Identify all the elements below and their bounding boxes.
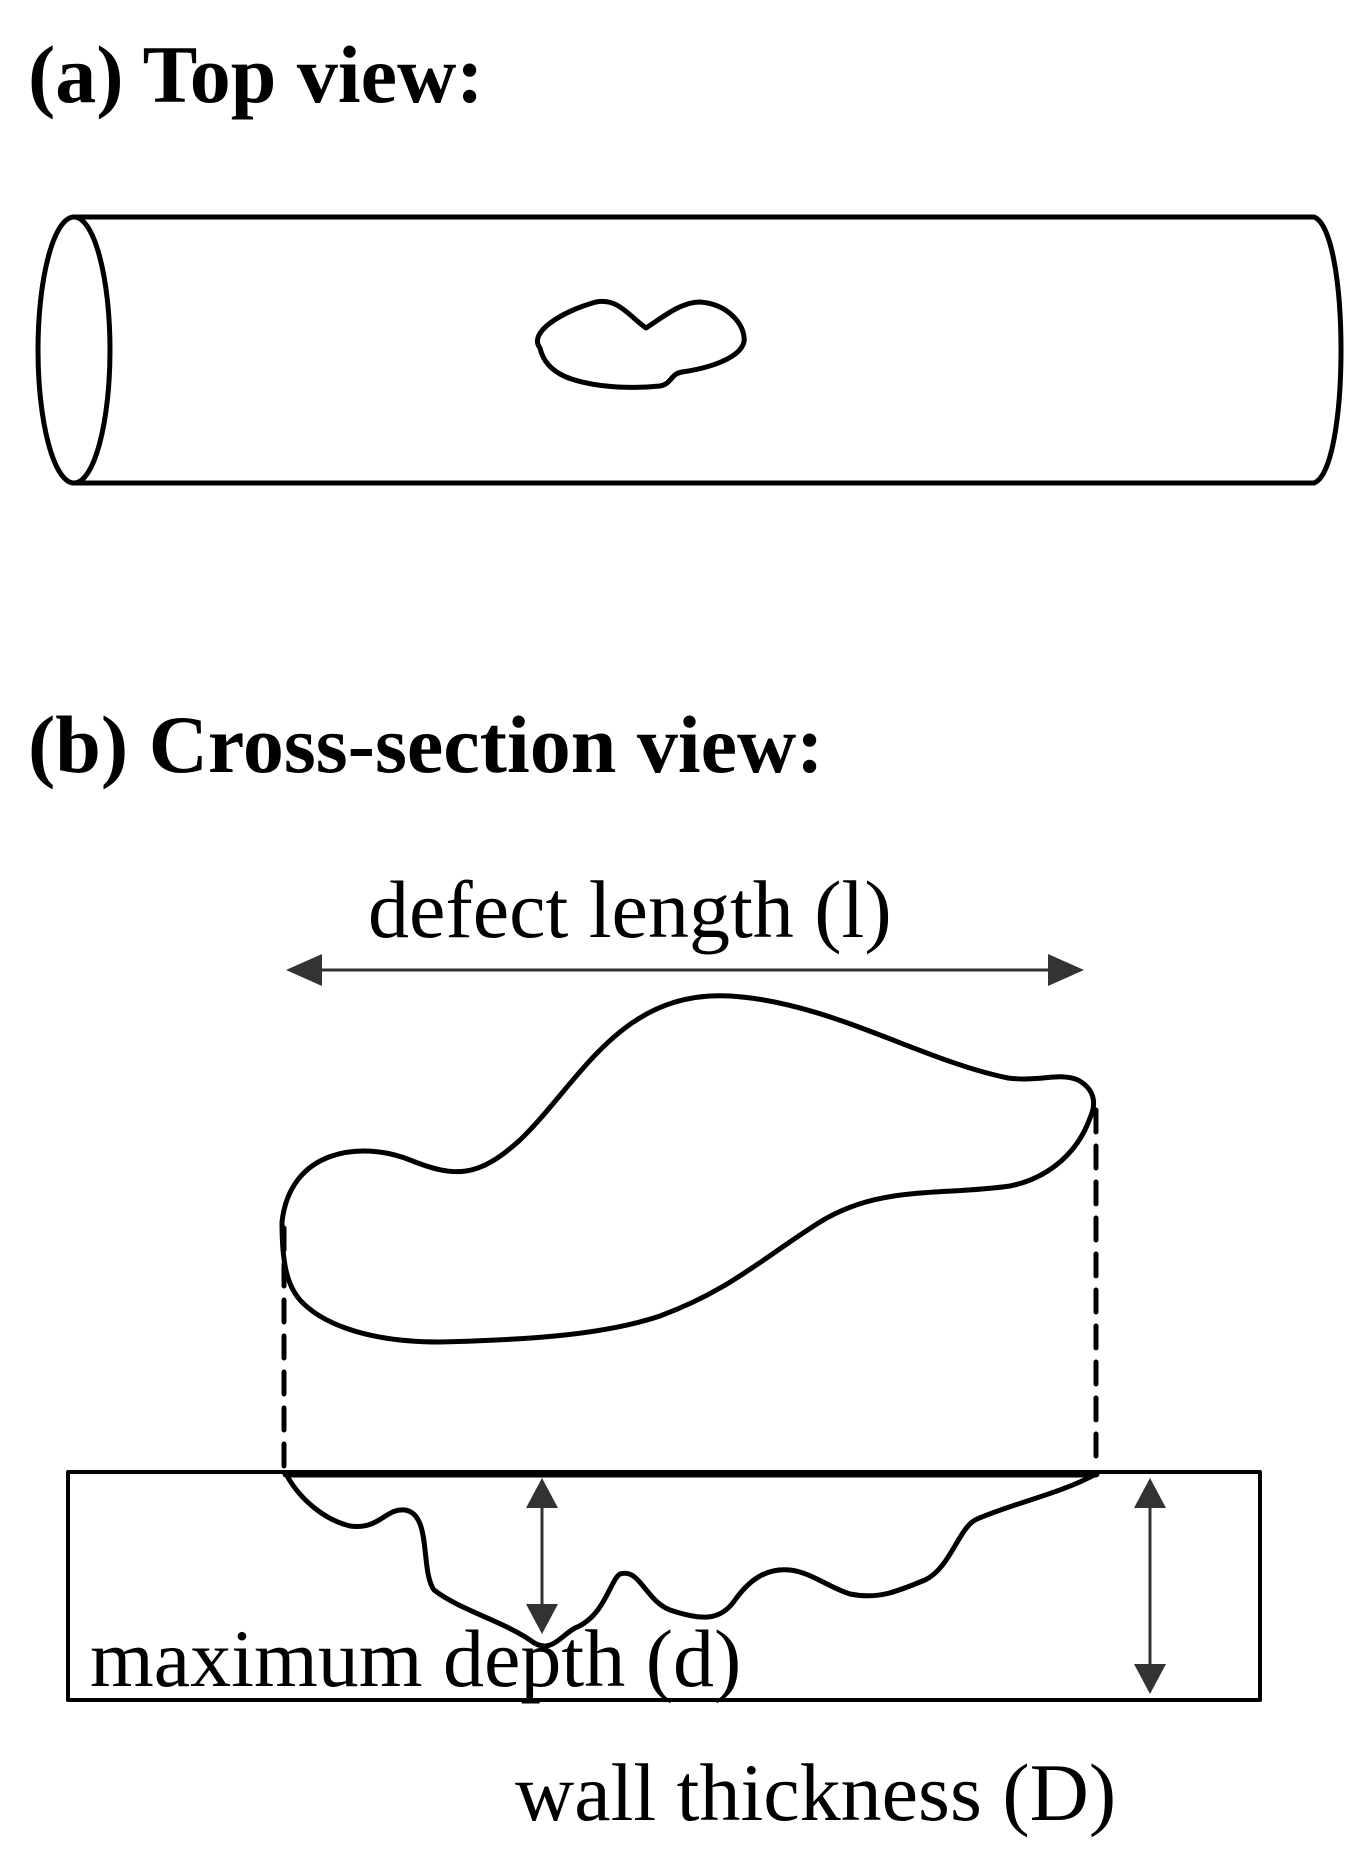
top-view-heading: (a) Top view:	[28, 29, 484, 120]
arrow-right-icon	[1048, 954, 1084, 986]
arrow-down-icon	[1134, 1664, 1166, 1694]
pipe-body	[71, 214, 1344, 486]
max-depth-label: maximum depth (d)	[90, 1613, 741, 1704]
defect-length-dimension: defect length (l)	[286, 864, 1084, 986]
max-depth-dimension: maximum depth (d)	[90, 1478, 741, 1704]
wall-thickness-label: wall thickness (D)	[515, 1747, 1116, 1838]
arrow-up-icon	[1134, 1478, 1166, 1508]
arrow-left-icon	[286, 954, 322, 986]
defect-profile-in-wall	[283, 1471, 1099, 1649]
pipe-end-ellipse	[35, 214, 113, 486]
arrow-down-icon	[526, 1604, 558, 1634]
arrow-up-icon	[526, 1478, 558, 1508]
defect-shape-projection	[279, 993, 1097, 1345]
defect-length-label: defect length (l)	[368, 864, 892, 955]
defect-outline-top	[535, 298, 747, 390]
pipe-top-view	[35, 214, 1344, 486]
wall-thickness-dimension: wall thickness (D)	[515, 1478, 1166, 1838]
cross-section-heading: (b) Cross-section view:	[28, 699, 824, 790]
